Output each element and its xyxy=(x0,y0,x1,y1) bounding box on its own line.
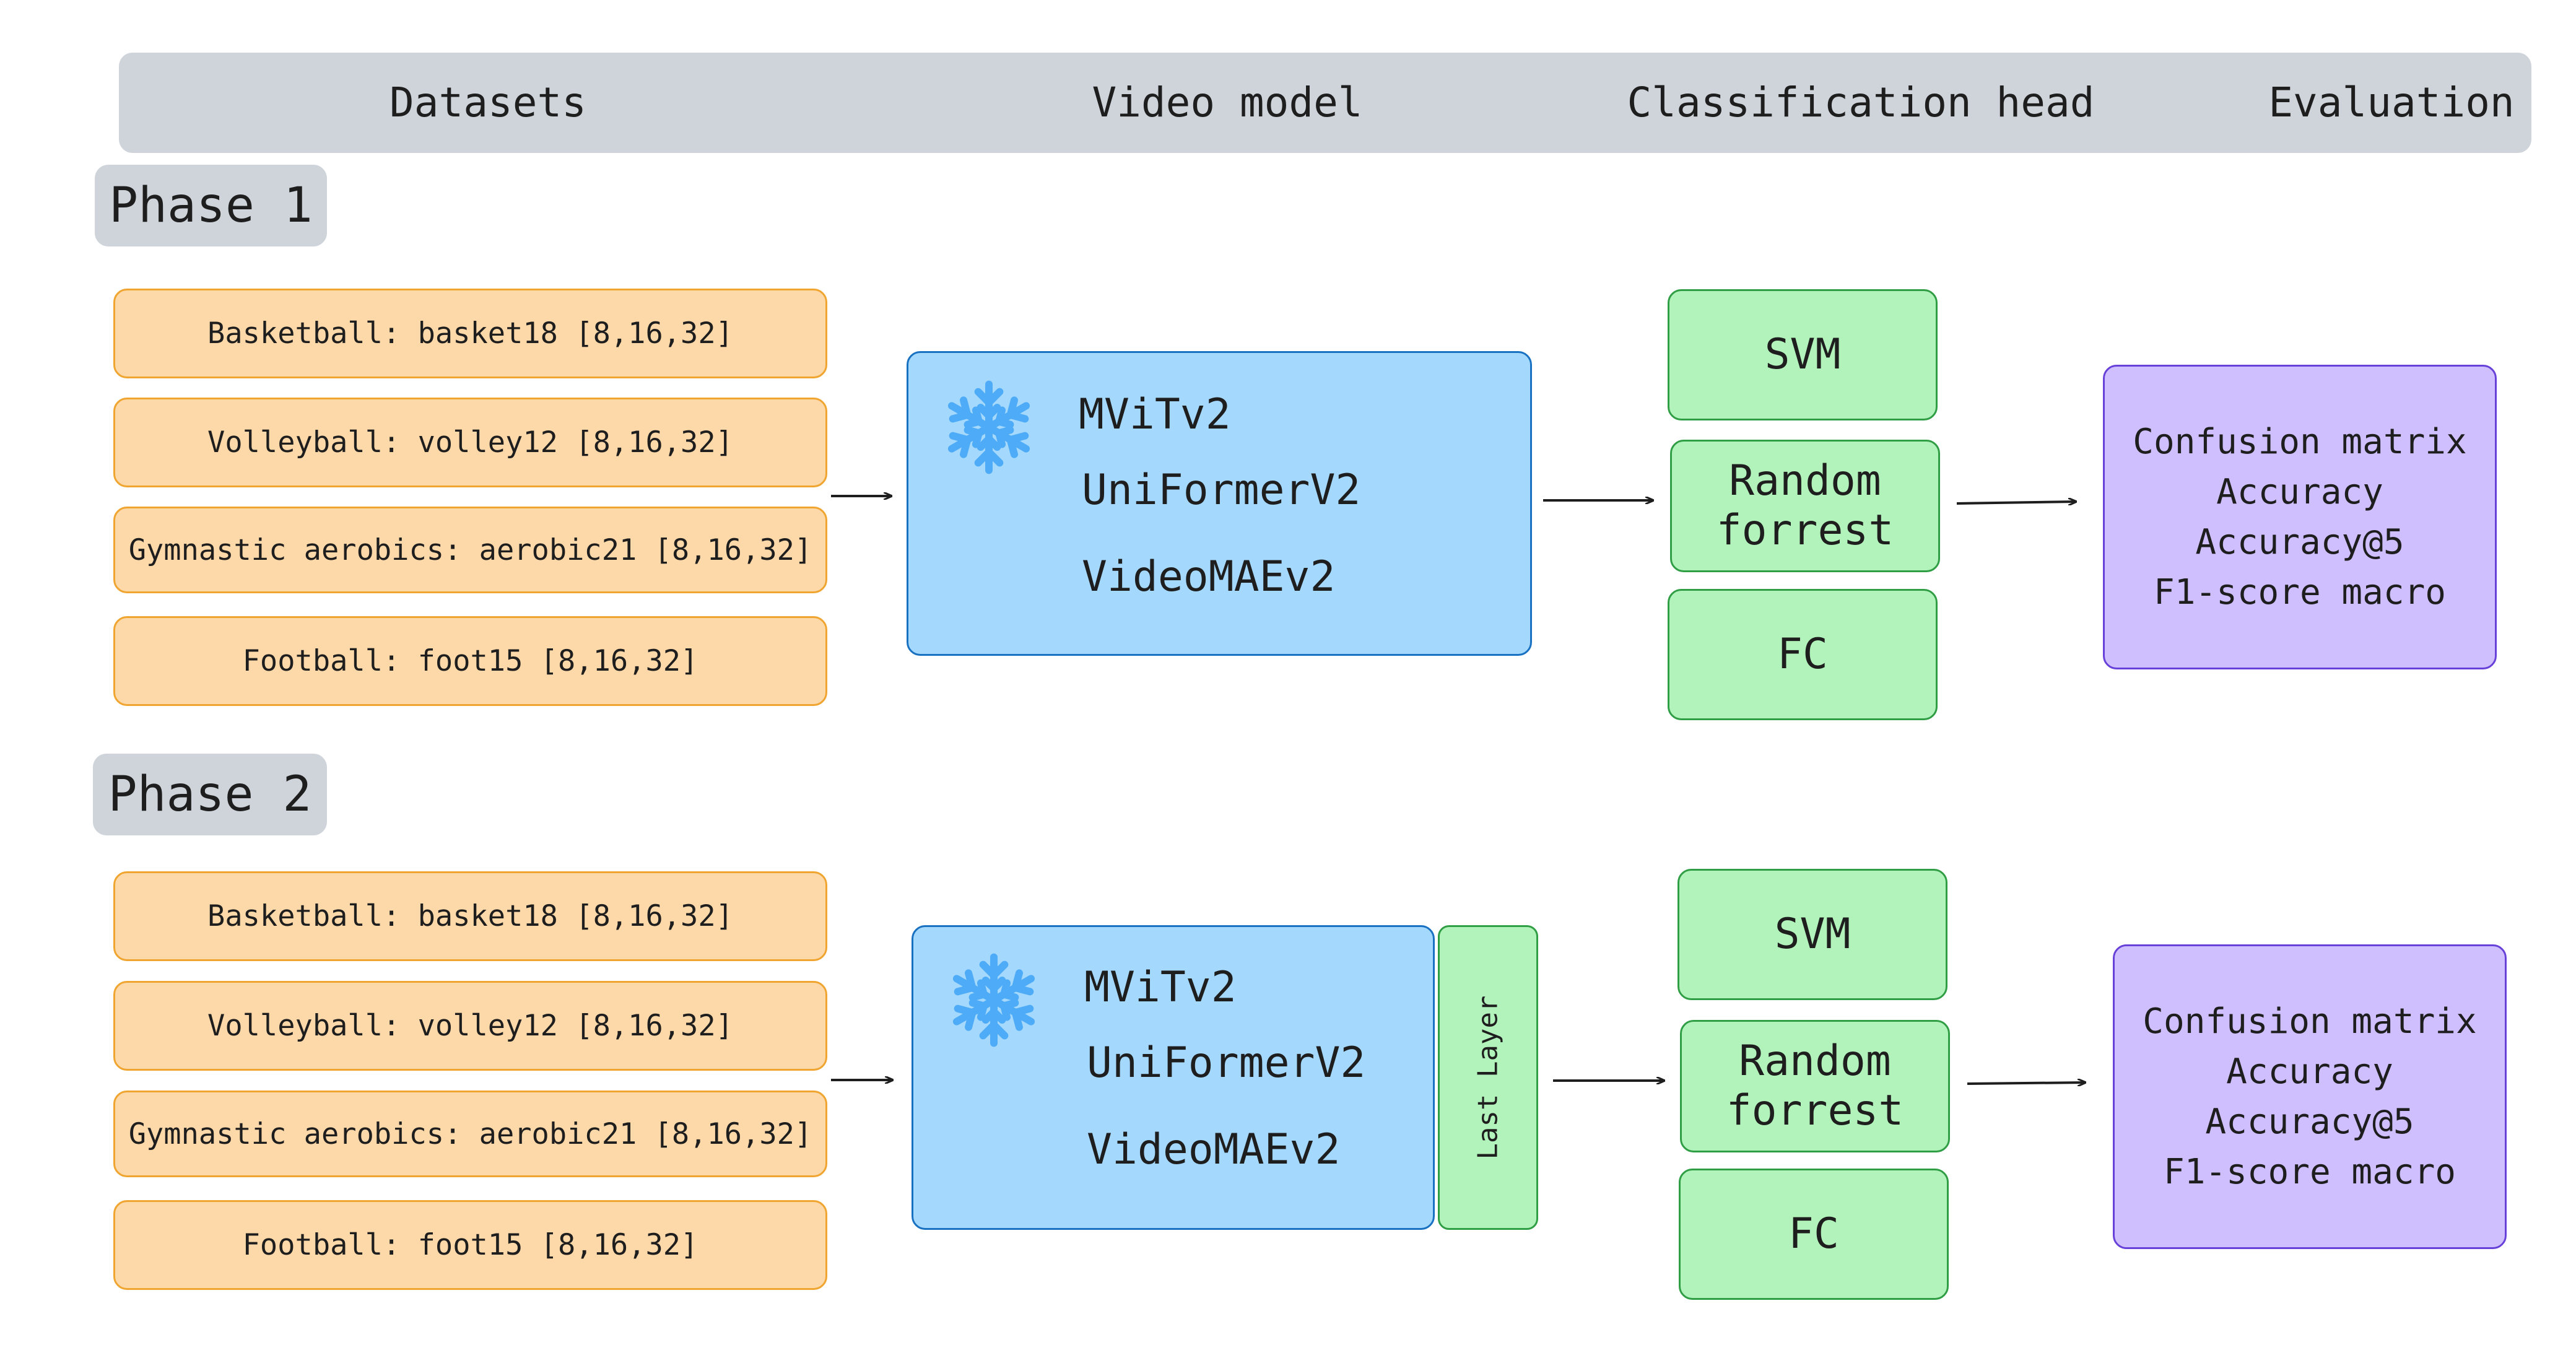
metric-accuracy: Accuracy xyxy=(2216,472,2383,512)
phase-2-dataset-aerobics: Gymnastic aerobics: aerobic21 [8,16,32] xyxy=(113,1091,827,1177)
phase-2-head-fc: FC xyxy=(1679,1169,1949,1300)
metric-f1-macro: F1-score macro xyxy=(2163,1152,2456,1192)
snowflake-icon xyxy=(939,380,1038,483)
metric-accuracy-at-5: Accuracy@5 xyxy=(2205,1102,2414,1142)
model-mvitv2: MViTv2 xyxy=(1079,390,1231,439)
column-header-classification-head: Classification head xyxy=(1627,79,2095,126)
phase-2-head-random-forest: Random forrest xyxy=(1680,1020,1950,1152)
column-header-bar: Datasets Video model Classification head… xyxy=(119,53,2531,153)
model-uniformerv2: UniFormerV2 xyxy=(1087,1039,1366,1087)
phase-2-dataset-basketball: Basketball: basket18 [8,16,32] xyxy=(113,871,827,961)
phase-2-video-model-box: MViTv2 UniFormerV2 VideoMAEv2 xyxy=(912,925,1435,1230)
arrow-head-to-eval-2 xyxy=(1967,1082,2086,1084)
phase-1-dataset-volleyball: Volleyball: volley12 [8,16,32] xyxy=(113,398,827,487)
phase-1-dataset-football: Football: foot15 [8,16,32] xyxy=(113,616,827,706)
metric-confusion-matrix: Confusion matrix xyxy=(2143,1001,2477,1042)
phase-2-evaluation-box: Confusion matrix Accuracy Accuracy@5 F1-… xyxy=(2113,944,2507,1249)
metric-f1-macro: F1-score macro xyxy=(2153,572,2446,612)
model-videomaev2: VideoMAEv2 xyxy=(1087,1125,1341,1174)
model-uniformerv2: UniFormerV2 xyxy=(1082,466,1361,515)
metric-accuracy: Accuracy xyxy=(2226,1052,2393,1092)
column-header-evaluation: Evaluation xyxy=(2268,79,2515,126)
phase-1-evaluation-box: Confusion matrix Accuracy Accuracy@5 F1-… xyxy=(2103,365,2497,669)
model-videomaev2: VideoMAEv2 xyxy=(1082,552,1336,601)
phase-1-label: Phase 1 xyxy=(95,165,327,246)
arrow-head-to-eval-1 xyxy=(1956,502,2076,503)
model-mvitv2: MViTv2 xyxy=(1084,963,1237,1012)
phase-2-label: Phase 2 xyxy=(93,754,327,835)
phase-2-dataset-football: Football: foot15 [8,16,32] xyxy=(113,1200,827,1290)
column-header-video-model: Video model xyxy=(1092,79,1363,126)
phase-1-head-fc: FC xyxy=(1668,589,1938,720)
phase-1-dataset-aerobics: Gymnastic aerobics: aerobic21 [8,16,32] xyxy=(113,507,827,593)
phase-1-head-random-forest: Random forrest xyxy=(1670,440,1940,572)
snowflake-icon xyxy=(944,953,1043,1056)
metric-confusion-matrix: Confusion matrix xyxy=(2133,422,2467,462)
phase-2-head-svm: SVM xyxy=(1677,869,1947,1000)
phase-1-head-svm: SVM xyxy=(1668,289,1938,420)
metric-accuracy-at-5: Accuracy@5 xyxy=(2195,522,2404,562)
phase-2-last-layer-box: Last Layer xyxy=(1438,925,1538,1230)
phase-1-dataset-basketball: Basketball: basket18 [8,16,32] xyxy=(113,289,827,378)
column-header-datasets: Datasets xyxy=(389,79,586,126)
phase-2-dataset-volleyball: Volleyball: volley12 [8,16,32] xyxy=(113,981,827,1071)
phase-1-video-model-box: MViTv2 UniFormerV2 VideoMAEv2 xyxy=(907,351,1532,656)
